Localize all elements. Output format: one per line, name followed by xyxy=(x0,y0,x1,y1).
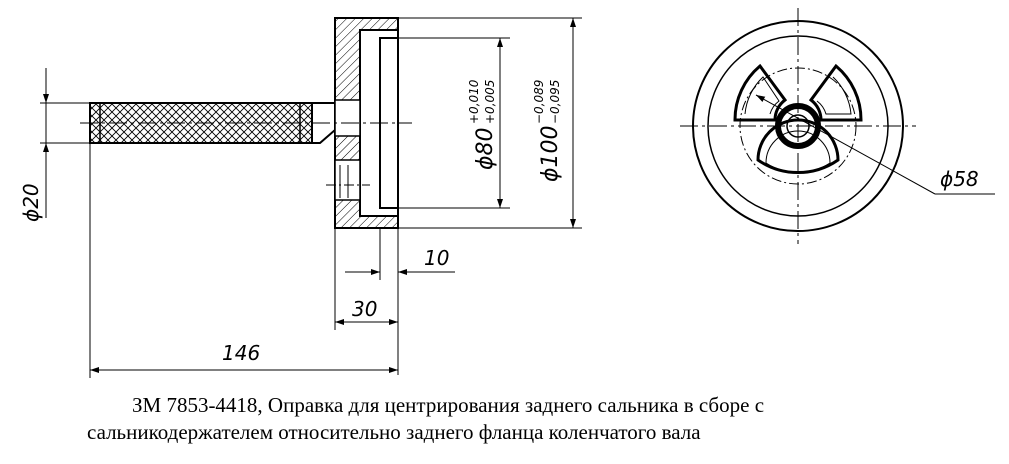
svg-text:ϕ80: ϕ80 xyxy=(473,127,498,170)
svg-text:+0,005: +0,005 xyxy=(483,80,497,124)
outer-diameter-label: ϕ100 −0,089 −0,095 xyxy=(532,80,563,182)
figure-caption: ЗМ 7853-4418, Оправка для центрирования … xyxy=(0,392,1009,446)
technical-drawing: ϕ20 ϕ80 +0,010 +0,005 ϕ100 −0,089 −0,095… xyxy=(19,8,995,378)
dim-overall-length xyxy=(89,143,398,378)
dim-head-length xyxy=(334,228,398,330)
svg-text:ϕ100: ϕ100 xyxy=(538,125,563,182)
svg-text:−0,095: −0,095 xyxy=(548,80,562,124)
dim-bore-diameter xyxy=(398,37,510,209)
centre-hub xyxy=(775,103,821,149)
slot-upper-right xyxy=(808,63,863,122)
dim-flange-thickness xyxy=(345,228,455,375)
head-length-label: 30 xyxy=(352,297,377,321)
dim-bolt-circle xyxy=(755,94,995,195)
flange-thickness-label: 10 xyxy=(424,246,449,270)
overall-length-label: 146 xyxy=(222,341,260,365)
svg-text:−0,089: −0,089 xyxy=(532,80,546,124)
shaft-step xyxy=(312,102,336,144)
dim-shaft-diameter xyxy=(40,68,90,218)
bore-diameter-label: ϕ80 +0,010 +0,005 xyxy=(467,79,498,170)
slot-upper-left xyxy=(733,63,788,122)
shaft-diameter-label: ϕ20 xyxy=(19,183,43,222)
dim-outer-diameter xyxy=(398,17,582,229)
svg-text:+0,010: +0,010 xyxy=(467,79,481,124)
front-view xyxy=(680,8,916,244)
caption-line-2: сальникодержателем относительно заднего … xyxy=(87,420,701,444)
bolt-circle-label: ϕ58 xyxy=(940,167,979,191)
caption-line-1: ЗМ 7853-4418, Оправка для центрирования … xyxy=(132,393,765,417)
